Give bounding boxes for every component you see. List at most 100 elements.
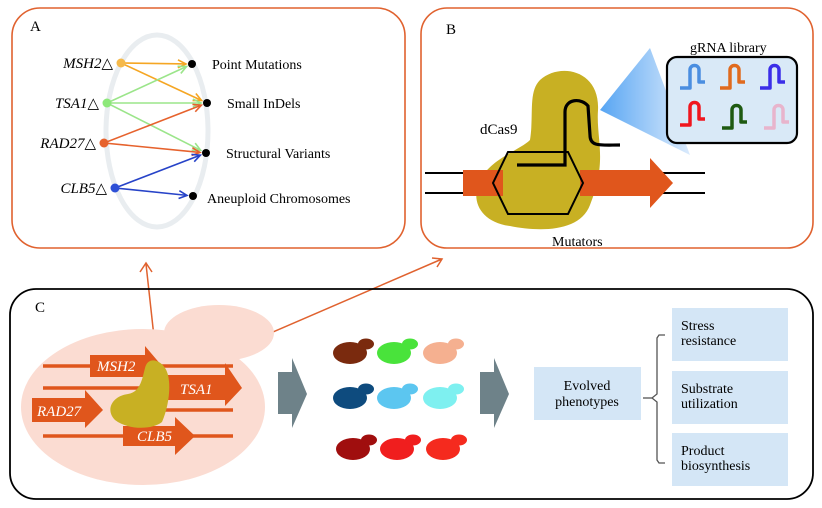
- mutant-cell-bud: [361, 434, 377, 446]
- panel-b-border: [420, 7, 814, 249]
- phenotype-line1: Substrate: [681, 382, 733, 397]
- gene-arrow-msh2: [90, 346, 162, 377]
- target-hexagon: [491, 151, 585, 215]
- mutant-cell-bud: [451, 434, 467, 446]
- panel-c-label: C: [35, 300, 45, 316]
- mutant-cell: [377, 387, 411, 409]
- gene-arrow-right: [580, 158, 673, 208]
- grna-item: [764, 103, 789, 130]
- mutators-caption: Mutators: [552, 235, 603, 250]
- edge-line: [114, 154, 201, 189]
- edge-arrowhead: [192, 98, 203, 108]
- phenotype-brace: [650, 334, 665, 464]
- panel-b-label: B: [446, 22, 456, 38]
- dcas9-protein-small: [110, 360, 170, 428]
- phenotype-boxes: StressresistanceSubstrateutilizationProd…: [672, 308, 788, 486]
- mutant-cell: [333, 342, 367, 364]
- edge-arrowhead: [192, 103, 204, 113]
- phenotype-box: [672, 308, 788, 361]
- outcome-label: Structural Variants: [226, 147, 330, 162]
- gene-node: [110, 183, 120, 193]
- edge-line: [103, 142, 201, 154]
- gene-arrow-tsa1: [167, 363, 242, 406]
- gene-node: [99, 138, 109, 148]
- evolved-phenotypes-line1: Evolved: [564, 379, 611, 394]
- panel-a-border: [11, 7, 406, 249]
- mutant-cell: [333, 387, 367, 409]
- panel-a: A MSH2△ TSA1△ RAD27△ CLB5△ Point MutationsS…: [11, 7, 406, 249]
- mutant-cell: [426, 438, 460, 460]
- outcome-label: Point Mutations: [212, 58, 302, 73]
- edge-line: [106, 65, 187, 104]
- phenotype-line1: Product: [681, 444, 725, 459]
- dcas9-protein: [476, 70, 601, 230]
- gene-label: CLB5△: [60, 181, 107, 197]
- edge-line: [120, 62, 187, 65]
- grna-items: [680, 63, 789, 130]
- edge-line: [114, 187, 188, 197]
- edge-group: [103, 59, 204, 200]
- process-arrow-2: [480, 358, 509, 428]
- gene-label-tsa1: TSA1: [180, 382, 213, 398]
- process-arrow-1: [278, 358, 307, 428]
- edge-arrowhead: [191, 142, 203, 152]
- grna-item: [722, 103, 747, 130]
- gene-grouping-ellipse: [103, 32, 211, 230]
- outcome-node: [203, 99, 211, 107]
- gene-arrow-rad27: [32, 390, 103, 428]
- gene-label-msh2: MSH2: [96, 359, 136, 375]
- outcome-label: Aneuploid Chromosomes: [207, 192, 351, 207]
- mutant-cell-bud: [448, 383, 464, 395]
- gene-node: [102, 98, 112, 108]
- outcome-node: [202, 149, 210, 157]
- edge-line: [103, 104, 202, 144]
- dcas9-label: dCas9: [480, 122, 518, 138]
- mutant-cell-grid: [333, 338, 467, 460]
- phenotype-line2: biosynthesis: [681, 459, 750, 474]
- mutant-cell-bud: [448, 338, 464, 350]
- panel-c: C MSH2 TSA1 RAD27 CLB5 Evolved phenotype…: [9, 288, 814, 500]
- gene-group: MSH2△ TSA1△ RAD27△ CLB5△: [39, 56, 126, 197]
- connector-arrowhead-b: [431, 257, 444, 268]
- outcome-node: [188, 60, 196, 68]
- evolved-phenotypes-box: [534, 367, 641, 420]
- phenotype-line1: Stress: [681, 319, 714, 334]
- grna-item: [720, 63, 745, 90]
- mutant-cell-bud: [358, 383, 374, 395]
- grna-item: [680, 100, 705, 127]
- phenotype-line2: resistance: [681, 334, 736, 349]
- gene-label: RAD27△: [39, 136, 96, 152]
- panel-a-label: A: [30, 19, 41, 35]
- mutant-cell-bud: [358, 338, 374, 350]
- mutant-cell-bud: [405, 434, 421, 446]
- outcome-node: [189, 192, 197, 200]
- gene-label: MSH2△: [62, 56, 113, 72]
- phenotype-box: [672, 371, 788, 424]
- grna-item: [680, 63, 705, 90]
- gene-label-rad27: RAD27: [36, 404, 83, 420]
- edge-line: [120, 62, 202, 102]
- mutant-cell: [336, 438, 370, 460]
- connector-arrowhead-a: [139, 261, 153, 273]
- edge-arrowhead: [178, 189, 189, 200]
- grna-item: [760, 63, 785, 90]
- phenotype-line2: utilization: [681, 397, 738, 412]
- edge-arrowhead: [177, 65, 189, 74]
- gene-label-clb5: CLB5: [137, 429, 173, 445]
- mutant-cell-bud: [402, 383, 418, 395]
- gene-node: [116, 58, 126, 68]
- mutant-cell: [377, 342, 411, 364]
- mutant-cell: [423, 387, 457, 409]
- mutant-cell-bud: [402, 338, 418, 350]
- gene-label: TSA1△: [55, 96, 100, 112]
- grna-library-title: gRNA library: [690, 41, 767, 56]
- panel-c-border: [9, 288, 814, 500]
- evolved-phenotypes-line2: phenotypes: [555, 395, 619, 410]
- mutant-cell: [380, 438, 414, 460]
- edge-line: [106, 102, 202, 152]
- panel-b: B dCas9 Mutators gRNA library: [420, 7, 814, 250]
- phenotype-box: [672, 433, 788, 486]
- outcome-label: Small InDels: [227, 97, 301, 112]
- yeast-cell-bud: [164, 305, 274, 361]
